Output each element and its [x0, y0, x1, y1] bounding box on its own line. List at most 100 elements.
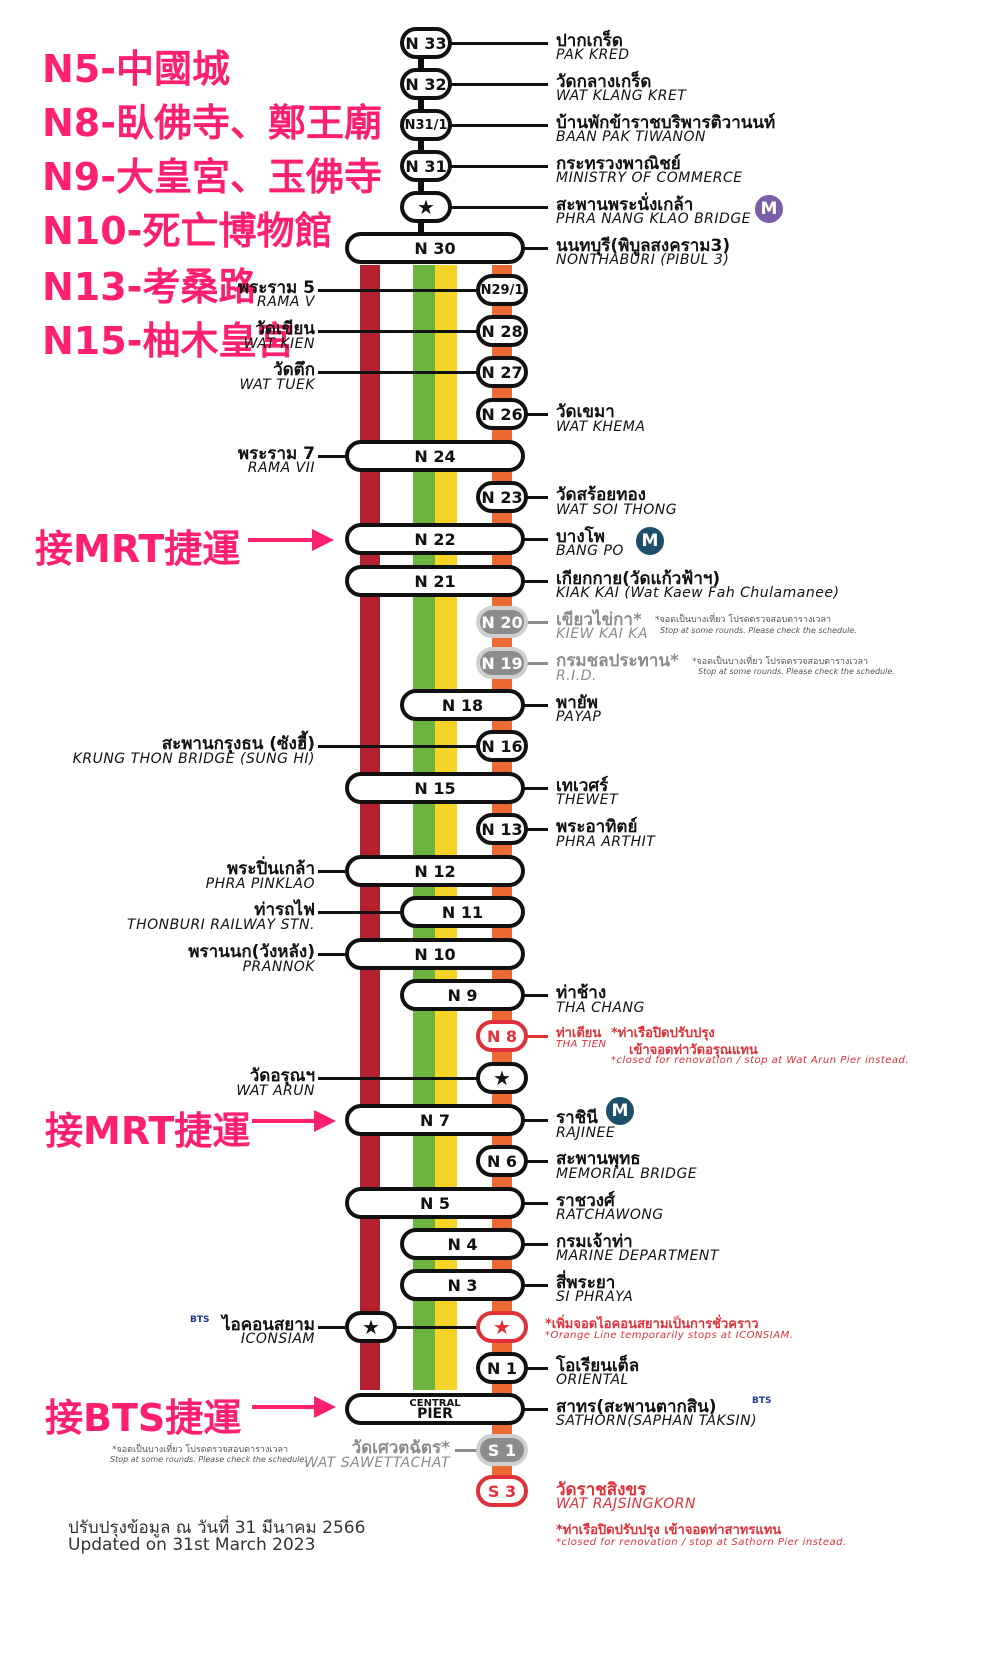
pier-iconsiam-orange[interactable]: ★ — [476, 1311, 528, 1343]
station-name-en: SI PHRAYA — [556, 1289, 634, 1305]
pier-n10[interactable]: N 10 — [345, 938, 525, 970]
station-name-th: วัดเศวตฉัตร* — [351, 1438, 450, 1458]
update-date-th: ปรับปรุงข้อมูล ณ วันที่ 31 มีนาคม 2566 — [68, 1518, 366, 1538]
rail — [520, 496, 548, 499]
station-name-th: กรมเจ้าท่า — [556, 1232, 633, 1252]
rail — [520, 247, 548, 250]
rail — [520, 1202, 548, 1205]
station-name-en: BANG PO — [556, 543, 624, 559]
rail — [520, 413, 548, 416]
pier-n31[interactable]: N 31 — [400, 150, 452, 182]
schedule-note-th: *จอดเป็นบางเที่ยว โปรดตรวจสอบตารางเวลา — [655, 615, 832, 625]
pier-phra-nang-klao[interactable]: ★ — [400, 191, 452, 223]
station-name-th: พระปิ่นเกล้า — [227, 859, 315, 879]
station-name-th: เขียวไข่กา* — [556, 610, 642, 630]
heading-n9: N9-大皇宮、玉佛寺 — [42, 155, 383, 199]
pier-n13[interactable]: N 13 — [476, 813, 528, 845]
station-name-th: ท่ารถไฟ — [254, 900, 315, 920]
station-name-en: BAAN PAK TIWANON — [556, 129, 707, 145]
renovation-note-th: *ท่าเรือปิดปรับปรุง เข้าจอดท่าสาทรแทน — [556, 1523, 782, 1538]
pier-n7[interactable]: N 7 — [345, 1104, 525, 1136]
station-name-th: สาทร(สะพานตากสิน) — [556, 1397, 717, 1417]
pier-n19[interactable]: N 19 — [476, 647, 528, 679]
station-name-en: WAT RAJSINGKORN — [556, 1496, 697, 1512]
station-name-en: PHRA NANG KLAO BRIDGE — [556, 211, 752, 227]
pier-n26[interactable]: N 26 — [476, 398, 528, 430]
pier-n20[interactable]: N 20 — [476, 606, 528, 638]
station-name-en: THEWET — [556, 792, 619, 808]
pier-n8[interactable]: N 8 — [476, 1020, 528, 1052]
pier-n31-1[interactable]: N31/1 — [400, 109, 452, 141]
mrt-blue-icon: M — [636, 527, 664, 555]
arrow-right-icon — [248, 538, 314, 542]
station-name-th: สะพานกรุงธน (ซังฮี้) — [161, 734, 315, 754]
heading-n15: N15-柚木皇宮 — [42, 319, 295, 363]
pier-n5[interactable]: N 5 — [345, 1187, 525, 1219]
rail — [448, 206, 548, 209]
rail — [520, 1243, 548, 1246]
rail — [520, 828, 548, 831]
station-name-th: ราชวงศ์ — [556, 1191, 615, 1211]
pier-wat-arun[interactable]: ★ — [476, 1062, 528, 1094]
pier-iconsiam-star[interactable]: ★ — [345, 1311, 397, 1343]
pier-n24[interactable]: N 24 — [345, 440, 525, 472]
pier-n3[interactable]: N 3 — [400, 1269, 525, 1301]
station-name-en: THA CHANG — [556, 1000, 645, 1016]
pier-n12[interactable]: N 12 — [345, 855, 525, 887]
rail — [318, 1077, 480, 1080]
mrt-transfer-label-2: 接MRT捷運 — [45, 1109, 251, 1153]
bts-icon: BTS — [190, 1315, 210, 1325]
rail — [448, 83, 548, 86]
station-name-th: วัดกลางเกร็ด — [556, 72, 652, 92]
rail — [448, 42, 548, 45]
pier-s3[interactable]: S 3 — [476, 1475, 528, 1507]
rail — [520, 662, 548, 665]
mrt-blue-icon: M — [606, 1097, 634, 1125]
station-name-en: RAMA V — [257, 294, 315, 310]
pier-n6[interactable]: N 6 — [476, 1145, 528, 1177]
station-name-en: WAT TUEK — [239, 377, 315, 393]
bts-icon: BTS — [752, 1396, 772, 1406]
station-name-th: ท่าเตียน — [556, 1026, 602, 1041]
pier-n4[interactable]: N 4 — [400, 1228, 525, 1260]
pier-s1[interactable]: S 1 — [476, 1434, 528, 1466]
rail — [520, 580, 548, 583]
station-name-th: โอเรียนเต็ล — [556, 1356, 640, 1376]
pier-n11[interactable]: N 11 — [400, 896, 525, 928]
rail — [318, 371, 480, 374]
rail — [318, 455, 348, 458]
station-name-en: WAT ARUN — [236, 1083, 315, 1099]
station-name-th: พระราม 7 — [237, 444, 315, 464]
pier-n23[interactable]: N 23 — [476, 481, 528, 513]
station-name-th: พระอาทิตย์ — [556, 817, 638, 837]
station-name-en: KIEW KAI KA — [556, 626, 649, 642]
pier-n15[interactable]: N 15 — [345, 772, 525, 804]
central-pier[interactable]: CENTRAL PIER — [345, 1393, 525, 1425]
pier-n30[interactable]: N 30 — [345, 232, 525, 264]
pier-n16[interactable]: N 16 — [476, 730, 528, 762]
rail — [318, 870, 348, 873]
arrow-right-icon — [252, 1405, 316, 1409]
pier-n28[interactable]: N 28 — [476, 315, 528, 347]
station-name-th: กระทรวงพาณิชย์ — [556, 154, 681, 174]
pier-n27[interactable]: N 27 — [476, 356, 528, 388]
pier-n29-1[interactable]: N29/1 — [476, 274, 528, 306]
update-date-en: Updated on 31st March 2023 — [68, 1535, 316, 1555]
pier-n1[interactable]: N 1 — [476, 1352, 528, 1384]
station-name-th: นนทบุรี(พิบูลสงคราม3) — [556, 236, 731, 256]
rail — [520, 1035, 548, 1038]
red-line — [360, 265, 380, 1390]
station-name-th: เทเวศร์ — [556, 776, 609, 796]
rail — [520, 1160, 548, 1163]
station-name-th: วัดอรุณฯ — [249, 1066, 315, 1086]
pier-n18[interactable]: N 18 — [400, 689, 525, 721]
station-name-th: วัดเขมา — [556, 402, 615, 422]
pier-n9[interactable]: N 9 — [400, 979, 525, 1011]
pier-n33[interactable]: N 33 — [400, 27, 452, 59]
rail — [448, 165, 548, 168]
pier-n21[interactable]: N 21 — [345, 565, 525, 597]
station-name-en: ORIENTAL — [556, 1372, 629, 1388]
pier-n32[interactable]: N 32 — [400, 68, 452, 100]
rail — [318, 1326, 480, 1329]
pier-n22[interactable]: N 22 — [345, 523, 525, 555]
